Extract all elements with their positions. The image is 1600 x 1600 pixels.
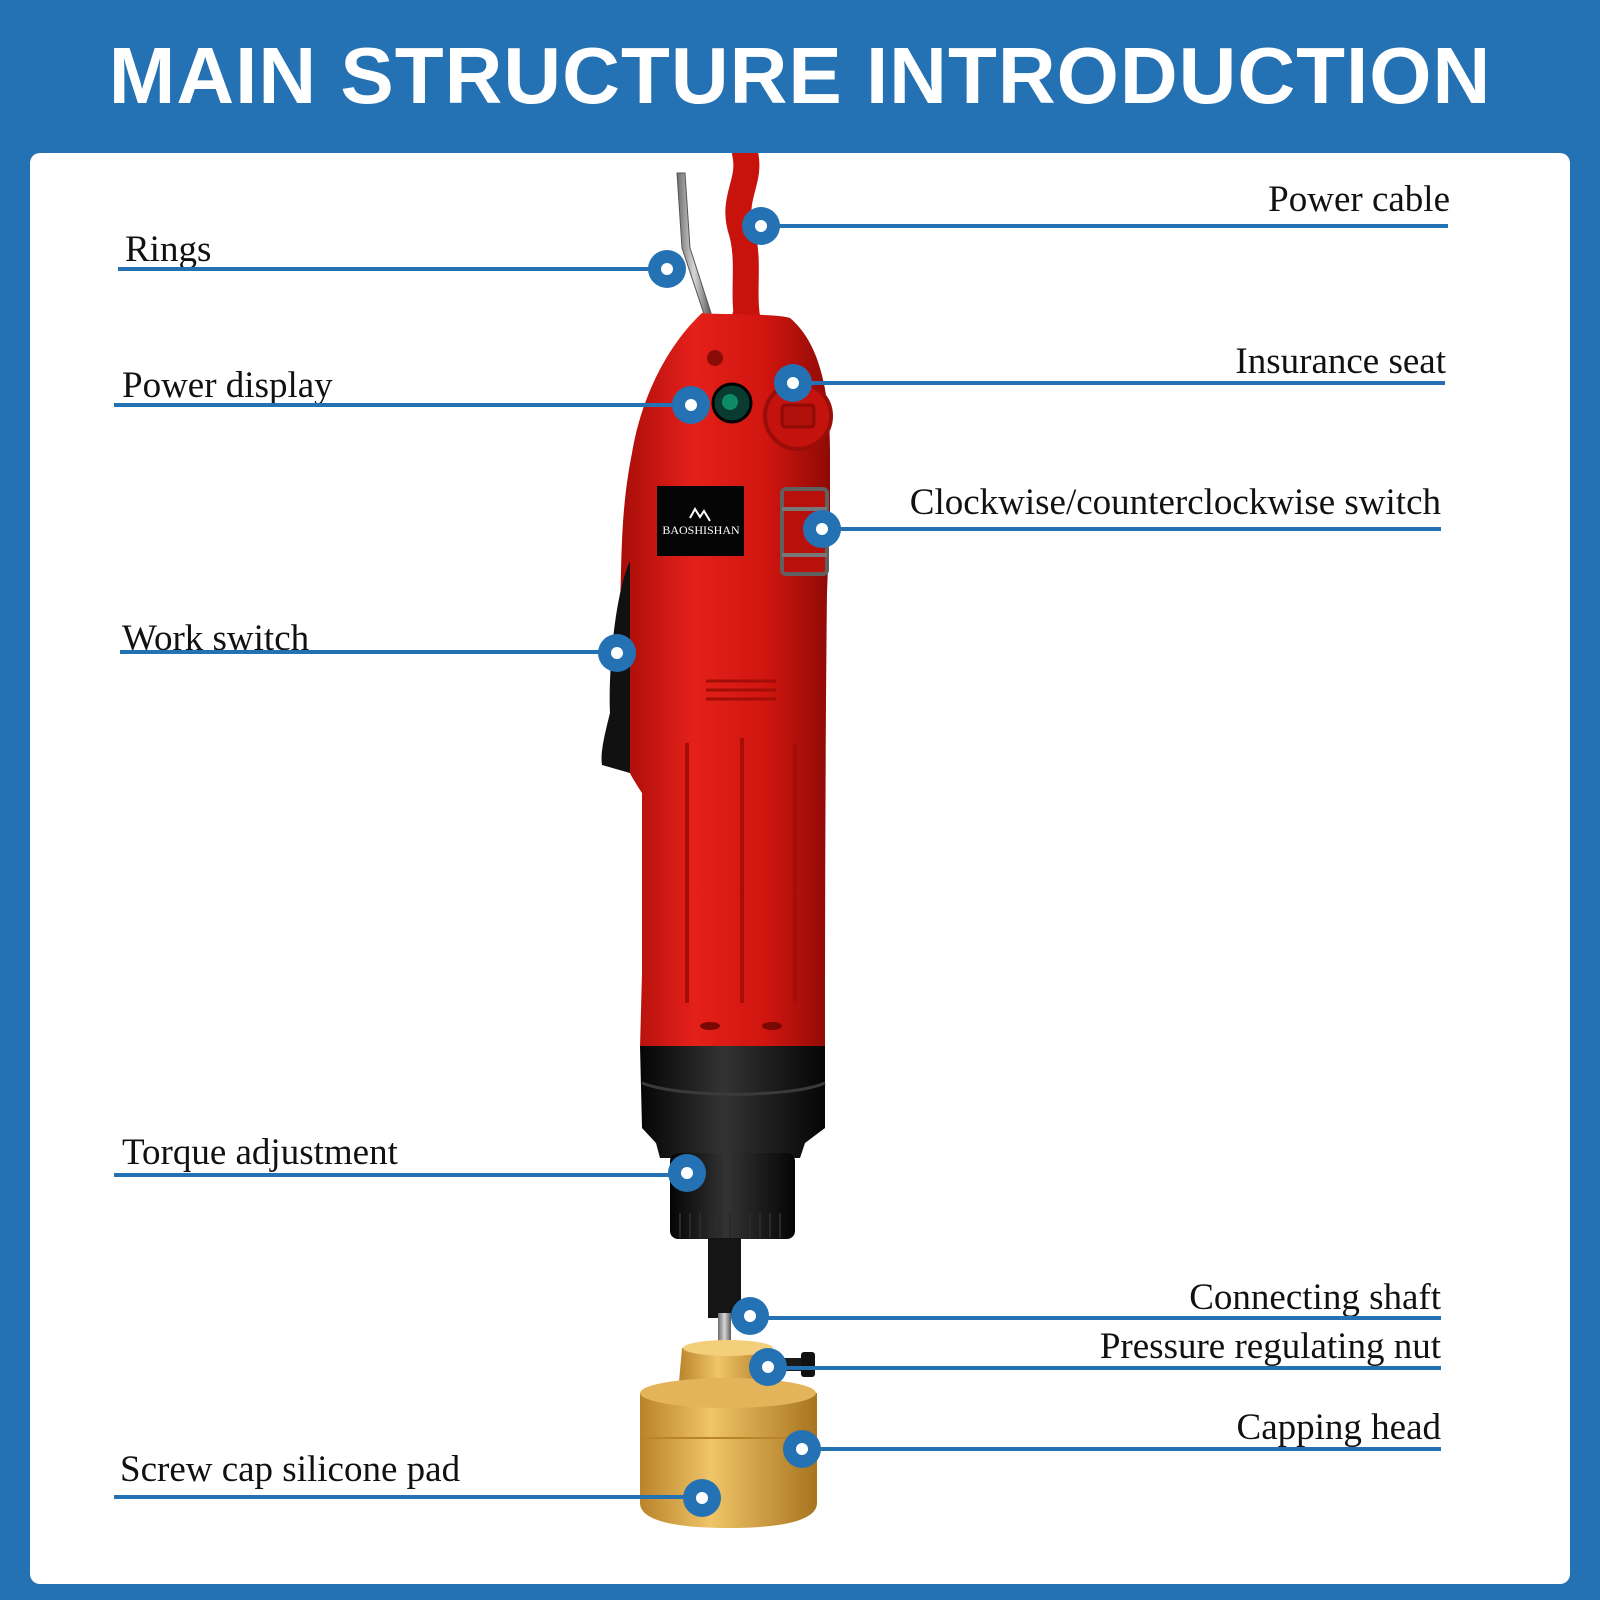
leader-line-insurance-seat: [800, 381, 1445, 385]
label-rings: Rings: [125, 229, 212, 270]
marker-dot-capping-head: [783, 1430, 821, 1468]
brand-label: [657, 486, 744, 556]
label-power-display: Power display: [122, 365, 333, 406]
label-pressure-regulating-nut: Pressure regulating nut: [1099, 1326, 1441, 1367]
label-torque-adjustment: Torque adjustment: [122, 1132, 398, 1173]
marker-dot-connecting-shaft: [731, 1297, 769, 1335]
marker-dot-work-switch: [598, 634, 636, 672]
leader-line-direction-switch: [827, 527, 1441, 531]
page-title: MAIN STRUCTURE INTRODUCTION: [108, 31, 1492, 120]
leader-line-pressure-regulating-nut: [772, 1366, 1441, 1370]
diagram-panel: BAOSHISHAN: [30, 153, 1570, 1584]
marker-dot-screw-cap-silicone-pad: [683, 1479, 721, 1517]
leader-line-connecting-shaft: [755, 1316, 1441, 1320]
body-vents: [706, 679, 776, 701]
black-collar: [640, 1046, 825, 1158]
marker-dot-pressure-regulating-nut: [749, 1348, 787, 1386]
marker-dot-rings: [648, 250, 686, 288]
label-direction-switch: Clockwise/counterclockwise switch: [909, 482, 1441, 523]
marker-dot-torque-adjustment: [668, 1154, 706, 1192]
leader-line-power-cable: [768, 224, 1448, 228]
label-screw-cap-silicone-pad: Screw cap silicone pad: [120, 1449, 461, 1490]
header-banner: MAIN STRUCTURE INTRODUCTION: [0, 0, 1600, 152]
brand-name: BAOSHISHAN: [662, 523, 740, 537]
marker-dot-insurance-seat: [774, 364, 812, 402]
label-power-cable: Power cable: [1268, 179, 1450, 220]
leader-line-rings: [118, 267, 668, 271]
marker-dot-power-display: [672, 386, 710, 424]
grip-grooves: [685, 738, 797, 1003]
hanging-ring: [676, 172, 712, 325]
label-capping-head: Capping head: [1236, 1407, 1441, 1448]
marker-dot-direction-switch: [803, 510, 841, 548]
label-connecting-shaft: Connecting shaft: [1189, 1277, 1441, 1318]
leader-line-torque-adjustment: [114, 1173, 689, 1177]
leader-line-capping-head: [805, 1447, 1441, 1451]
leader-line-power-display: [114, 403, 694, 407]
label-insurance-seat: Insurance seat: [1235, 341, 1446, 382]
leader-line-work-switch: [120, 650, 620, 654]
marker-dot-power-cable: [742, 207, 780, 245]
leader-line-screw-cap-silicone-pad: [114, 1495, 704, 1499]
